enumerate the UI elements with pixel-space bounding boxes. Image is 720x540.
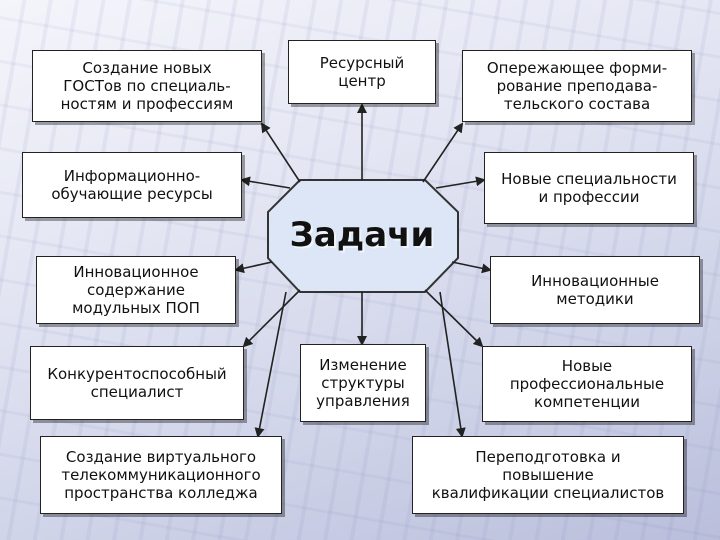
arrow-to-specialties — [435, 176, 486, 189]
node-competitive-specialist: Конкурентоспособный специалист — [30, 346, 244, 420]
arrow-to-innov-content — [234, 261, 273, 274]
node-resource-center: Ресурсный центр — [288, 40, 436, 104]
arrow-to-competencies — [424, 289, 484, 348]
arrow-to-gost — [260, 122, 301, 183]
arrow-to-competitive — [242, 289, 301, 348]
node-innovative-content: Инновационное содержание модульных ПОП — [36, 256, 236, 324]
arrow-to-retraining — [439, 291, 466, 438]
node-competencies: Новые профессиональные компетенции — [482, 346, 692, 422]
center-title: Задачи — [289, 215, 435, 255]
arrow-to-virtual — [254, 291, 287, 438]
node-new-specialties: Новые специальности и профессии — [484, 152, 694, 224]
node-management-structure: Изменение структуры управления — [300, 344, 426, 422]
arrow-to-info — [240, 176, 291, 189]
arrow-to-staff — [422, 122, 464, 183]
node-virtual-space: Создание виртуального телекоммуникационн… — [40, 436, 282, 514]
node-gost: Создание новых ГОСТов по специаль- ностя… — [32, 50, 262, 122]
center-octagon — [267, 179, 459, 293]
arrow-to-innov-methods — [451, 261, 492, 274]
node-info-resources: Информационно- обучающие ресурсы — [22, 152, 242, 218]
node-retraining: Переподготовка и повышение квалификации … — [412, 436, 684, 514]
node-teaching-staff: Опережающее форми- рование преподава- те… — [462, 50, 692, 122]
node-innovative-methods: Инновационные методики — [490, 256, 700, 324]
